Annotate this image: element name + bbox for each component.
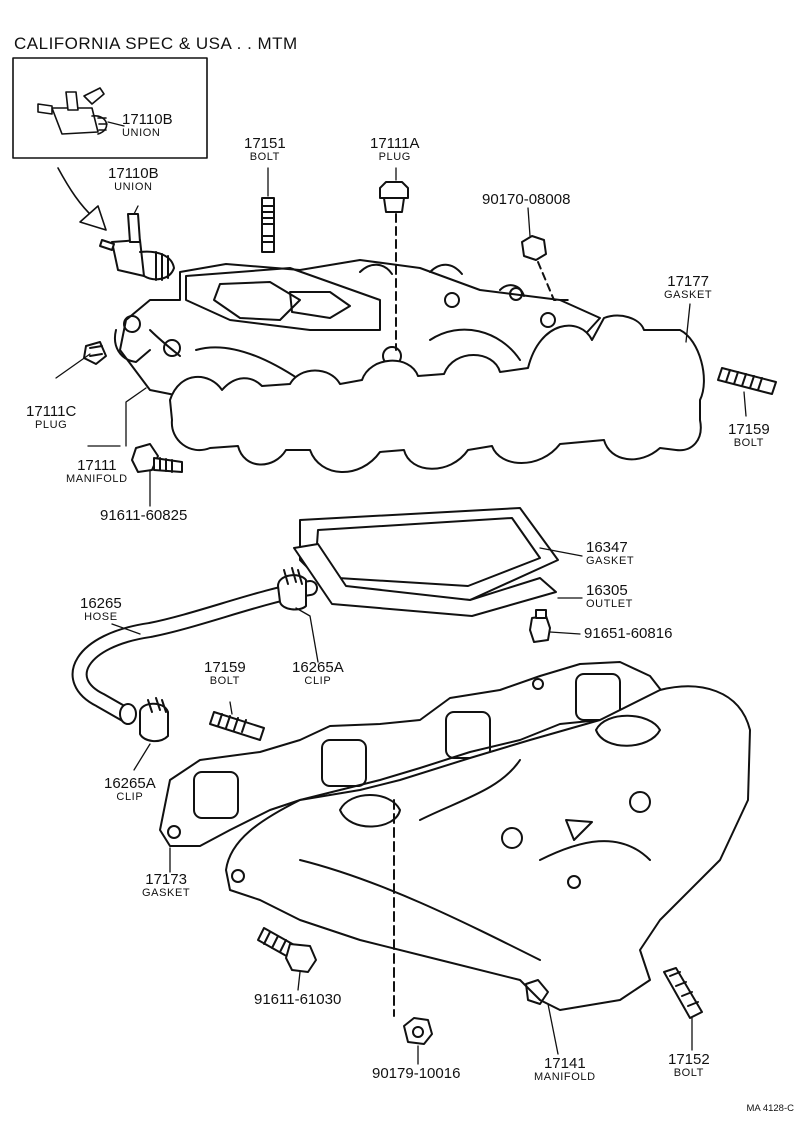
bolt-91611-61030 <box>257 927 317 973</box>
diagram-header: CALIFORNIA SPEC & USA . . MTM <box>14 34 298 53</box>
part-name: BOLT <box>249 150 281 163</box>
hose-16265 <box>71 580 318 725</box>
part-name: GASKET <box>664 288 713 301</box>
part-number: 16305 <box>586 582 628 599</box>
stud-17159-top <box>717 367 777 395</box>
part-name: PLUG <box>34 418 68 431</box>
part-name: BOLT <box>209 674 241 687</box>
part-number: 17159 <box>204 659 246 676</box>
label-17173: 17173 GASKET <box>142 872 190 899</box>
label-17141: 17141 MANIFOLD <box>534 1056 596 1083</box>
diagram-code: MA 4128-C <box>746 1103 794 1114</box>
label-90170-08008: 90170-08008 <box>482 192 570 208</box>
nut-90170 <box>521 235 547 261</box>
label-17159-bottom: 17159 BOLT <box>204 660 246 687</box>
part-name: MANIFOLD <box>534 1070 596 1083</box>
part-number: 17151 <box>244 135 286 152</box>
part-number: 16265 <box>80 595 122 612</box>
inset-box <box>12 57 208 159</box>
part-number: 17173 <box>145 871 187 888</box>
part-number: 91611-61030 <box>254 991 342 1008</box>
part-name: CLIP <box>304 674 332 687</box>
label-90179-10016: 90179-10016 <box>372 1066 460 1082</box>
part-number: 17111A <box>370 135 420 152</box>
part-number: 17111 <box>77 457 117 474</box>
leader-lines <box>55 121 747 1065</box>
part-number: 91651-60816 <box>584 625 673 642</box>
label-17151: 17151 BOLT <box>244 136 286 163</box>
part-name: HOSE <box>84 610 118 623</box>
nut-90179-10016 <box>403 1017 433 1045</box>
label-17152: 17152 BOLT <box>668 1052 710 1079</box>
label-16305: 16305 OUTLET <box>586 583 633 610</box>
plug-17111c <box>83 341 107 365</box>
part-number: 16347 <box>586 539 628 556</box>
part-number: 17141 <box>543 1055 586 1072</box>
part-name: PLUG <box>378 150 411 163</box>
inset-union <box>37 87 108 135</box>
label-16347: 16347 GASKET <box>586 540 634 567</box>
outlet-16305 <box>293 543 557 617</box>
label-16265a-bottom: 16265A CLIP <box>104 776 156 803</box>
inset-arrow <box>57 167 95 219</box>
gasket-17177 <box>169 314 705 473</box>
part-number: 16265A <box>104 775 156 792</box>
label-17111a: 17111A PLUG <box>370 136 420 163</box>
part-number: 17177 <box>667 273 709 290</box>
part-name: BOLT <box>733 436 765 449</box>
part-name: MANIFOLD <box>66 472 128 485</box>
part-number: 17152 <box>668 1051 710 1068</box>
label-16265: 16265 HOSE <box>80 596 122 623</box>
clip-16265a-top <box>277 567 307 611</box>
part-number: 90170-08008 <box>482 191 571 208</box>
part-name: GASKET <box>586 554 635 567</box>
part-name: GASKET <box>142 886 191 899</box>
bolt-91611-60825 <box>131 443 183 473</box>
exhaust-manifold-17141 <box>225 685 751 1011</box>
part-number: 17111C <box>26 403 77 420</box>
part-number: 90179-10016 <box>372 1065 461 1082</box>
label-17110b: 17110B UNION <box>108 166 159 193</box>
label-17110b-inset: 17110B UNION <box>122 112 173 139</box>
union-17110b <box>99 213 175 281</box>
part-name: OUTLET <box>586 597 633 610</box>
part-number: 16265A <box>292 659 344 676</box>
part-name: UNION <box>122 126 161 139</box>
part-name: BOLT <box>673 1066 705 1079</box>
label-17177: 17177 GASKET <box>664 274 712 301</box>
label-91651-60816: 91651-60816 <box>584 626 672 642</box>
plug-17111a <box>379 181 409 213</box>
label-16265a-top: 16265A CLIP <box>292 660 344 687</box>
part-number: 17110B <box>108 165 159 182</box>
label-17111c: 17111C PLUG <box>26 404 76 431</box>
label-91611-60825: 91611-60825 <box>100 508 187 524</box>
stud-17159-bottom <box>209 711 265 741</box>
part-number: 91611-60825 <box>100 507 188 524</box>
bolt-17151 <box>261 197 275 253</box>
part-number: 17159 <box>728 421 770 438</box>
label-17111: 17111 MANIFOLD <box>66 458 128 485</box>
label-91611-61030: 91611-61030 <box>254 992 341 1008</box>
part-name: CLIP <box>116 790 144 803</box>
bolt-91651-60816 <box>529 609 551 643</box>
part-name: UNION <box>114 180 153 193</box>
stud-17152 <box>663 967 703 1019</box>
clip-16265a-bottom <box>139 697 169 742</box>
label-17159-top: 17159 BOLT <box>728 422 770 449</box>
part-number: 17110B <box>122 111 173 128</box>
